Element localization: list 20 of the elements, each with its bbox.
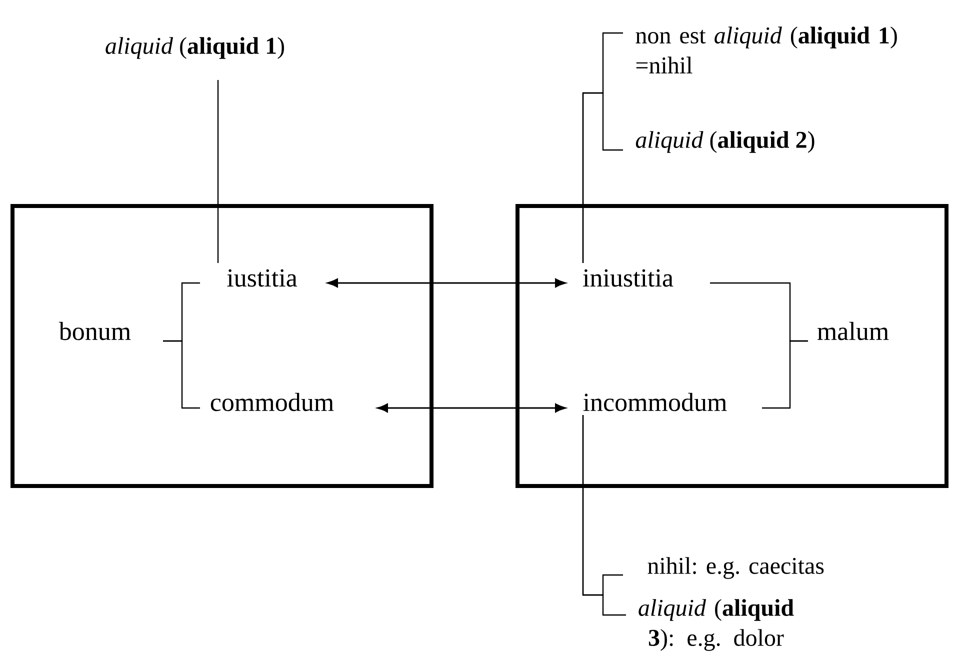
annotation-text: aliquid (aliquid 3): e.g. dolor xyxy=(638,599,794,651)
double-arrow xyxy=(377,404,566,412)
bracket-line xyxy=(217,80,219,263)
annotation-text: non est aliquid (aliquid 1) =nihil xyxy=(636,26,897,74)
annotation-text: aliquid (aliquid 2) xyxy=(636,131,814,153)
bracket-line xyxy=(163,340,200,409)
frame-box xyxy=(516,204,948,488)
annotation-text: nihil: e.g. caecitas xyxy=(648,557,824,579)
annotation-text: aliquid (aliquid 1) xyxy=(106,37,284,59)
double-arrow xyxy=(327,278,566,288)
term-label: bonum xyxy=(58,322,131,340)
term-label: iustitia xyxy=(227,269,298,287)
bracket-line xyxy=(582,92,623,263)
bracket-line xyxy=(762,340,808,409)
bracket-line xyxy=(582,415,626,616)
term-label: commodum xyxy=(210,392,334,412)
term-label: malum xyxy=(817,322,889,340)
term-label: iniustitia xyxy=(583,269,674,287)
term-label: incommodum xyxy=(583,392,727,412)
frame-box xyxy=(10,204,434,488)
